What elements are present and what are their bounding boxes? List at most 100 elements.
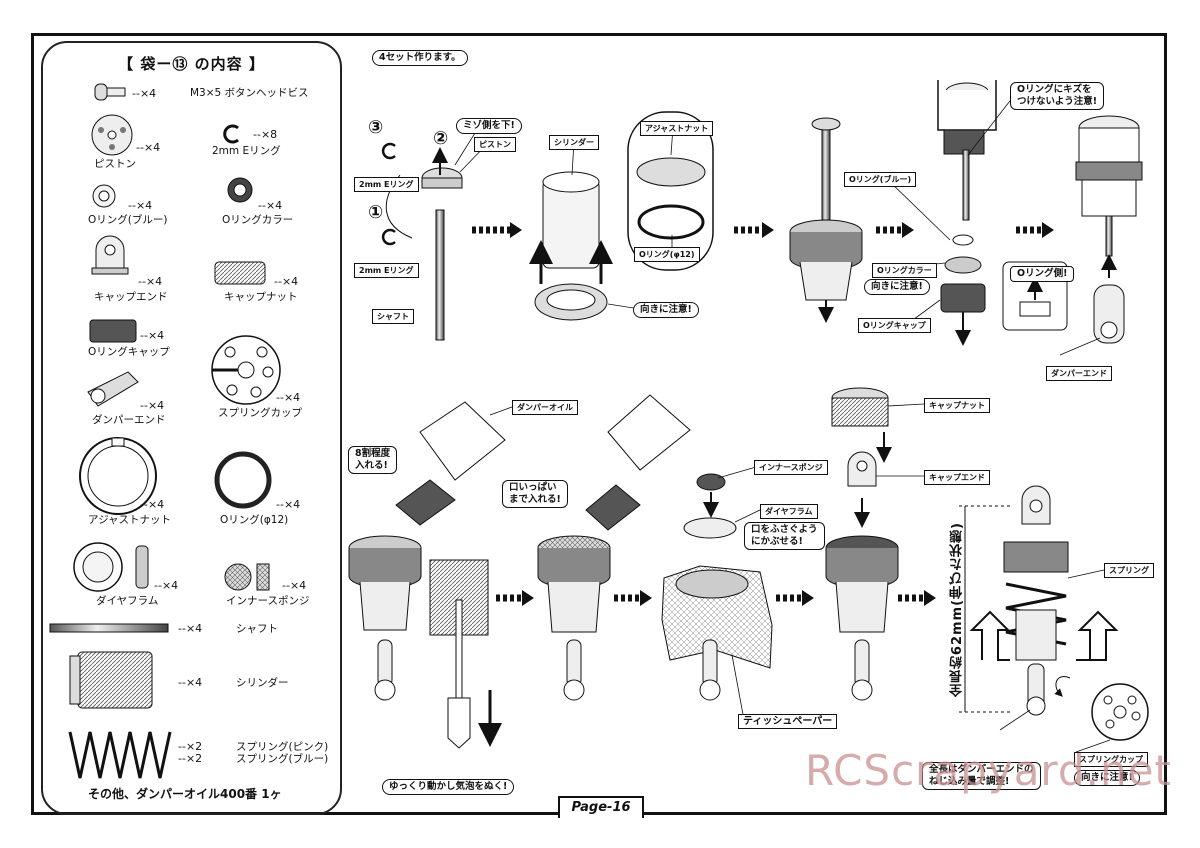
o-ring-collar-icon xyxy=(227,177,253,203)
cap-nut-icon xyxy=(214,261,266,285)
dashed-arrow-3 xyxy=(876,222,914,238)
oring-install xyxy=(937,80,1068,346)
piston-label-box: ピストン xyxy=(474,137,516,152)
oil-filling-1 xyxy=(348,401,506,701)
dashed-arrow-7 xyxy=(776,590,814,606)
tissue-label-box: ティッシュペーパー xyxy=(738,714,838,729)
four-sets-note: 4セット作ります。 xyxy=(372,50,468,66)
o-ring-12-icon xyxy=(214,451,272,509)
dashed-arrow-8 xyxy=(898,590,936,606)
direction-callout-2: 向きに注意! xyxy=(864,279,930,295)
cap-fitting xyxy=(825,387,899,701)
adjust-nut-label: アジャストナット xyxy=(88,514,172,526)
cover-callout: 口をふさぐよう にかぶせる! xyxy=(744,522,825,550)
damper-body-1 xyxy=(789,117,863,323)
shaft-icon xyxy=(49,623,169,633)
cap-end-label-box: キャップエンド xyxy=(924,470,990,485)
screw-qty: --×4 xyxy=(132,87,157,100)
dashed-arrow-1 xyxy=(472,222,522,238)
dashed-arrow-2 xyxy=(734,222,774,238)
dashed-arrow-6 xyxy=(614,590,652,606)
spring-icon xyxy=(68,731,172,779)
cylinder-assembly xyxy=(529,171,613,321)
o-ring-cap-label: Oリングキャップ xyxy=(88,346,170,358)
o-ring-cap-qty: --×4 xyxy=(140,329,165,342)
no-scratch-callout: Oリングにキズを つけないよう注意! xyxy=(1010,82,1105,110)
diaphragm-icon xyxy=(73,542,149,592)
page-number: Page-16 xyxy=(558,796,644,818)
e-ring-qty: --×8 xyxy=(253,128,278,141)
diaphragm-fitting xyxy=(661,473,773,701)
cylinder-qty: --×4 xyxy=(178,676,203,689)
diaphragm-label-box: ダイヤフラム xyxy=(760,504,818,519)
parts-list-footer: その他、ダンパーオイル400番 1ヶ xyxy=(88,787,282,801)
adjust-nut-qty: --×4 xyxy=(140,498,165,511)
spring-blue-qty: --×2 xyxy=(178,752,203,765)
total-length-label: 全長約62mm(伸びた状態) xyxy=(950,522,965,698)
final-damper xyxy=(959,485,1149,741)
step-number-1: ① xyxy=(368,202,384,223)
step-number-3: ③ xyxy=(368,117,384,138)
o-ring-collar-qty: --×4 xyxy=(258,199,283,212)
piston-label: ピストン xyxy=(94,158,136,170)
cylinder-label: シリンダー xyxy=(236,677,289,689)
shaft-label: シャフト xyxy=(236,623,278,635)
spring-cup-qty: --×4 xyxy=(276,391,301,404)
inner-sponge-label-box: インナースポンジ xyxy=(754,460,828,475)
o-ring-12-qty: --×4 xyxy=(276,498,301,511)
spring-cup-icon xyxy=(211,335,281,405)
spring-blue-label: スプリング(ブルー) xyxy=(236,753,329,765)
cap-end-label: キャップエンド xyxy=(94,291,168,303)
button-head-screw-icon xyxy=(94,83,126,101)
cylinder-icon xyxy=(69,651,153,709)
cap-end-qty: --×4 xyxy=(138,275,163,288)
inner-sponge-icon xyxy=(224,563,270,591)
spring-cup-label-box: スプリングカップ xyxy=(1074,752,1148,767)
diaphragm-label: ダイヤフラム xyxy=(96,595,159,607)
adjust-length-callout: 全長はダンパーエンドの ねじ込み量で調整! xyxy=(922,762,1041,790)
o-ring-blue-icon xyxy=(92,184,116,208)
damper-end-icon xyxy=(87,371,139,407)
direction-callout-3: 向きに注意! xyxy=(1074,770,1140,786)
oring12-label-box: Oリング(φ12) xyxy=(634,247,700,262)
groove-down-callout: ミゾ側を下! xyxy=(456,118,522,134)
dashed-arrow-4 xyxy=(1016,222,1054,238)
watermark: RCScrapyard.net xyxy=(805,746,1172,795)
fill-80-callout: 8割程度 入れる! xyxy=(348,446,398,474)
damper-end-label-box: ダンパーエンド xyxy=(1046,366,1112,381)
screw-label: M3×5 ボタンヘッドビス xyxy=(190,87,309,99)
o-ring-12-label: Oリング(φ12) xyxy=(220,514,289,526)
spring-label-box: スプリング xyxy=(1104,563,1154,578)
inner-sponge-label: インナースポンジ xyxy=(226,595,310,607)
adjust-nut-detail xyxy=(627,111,714,271)
spring-pink-qty: --×2 xyxy=(178,740,203,753)
inner-sponge-qty: --×4 xyxy=(282,579,307,592)
cap-nut-label-box: キャップナット xyxy=(924,398,990,413)
remove-bubbles-callout: ゆっくり動かし気泡をぬく! xyxy=(382,779,515,795)
dashed-arrow-5 xyxy=(496,590,534,606)
o-ring-blue-label: Oリング(ブルー) xyxy=(88,214,168,226)
cap-end-icon xyxy=(91,235,129,275)
damper-end-qty: --×4 xyxy=(140,399,165,412)
adjust-nut-icon xyxy=(79,437,157,515)
adjust-nut-label-box: アジャストナット xyxy=(640,121,714,136)
damper-body-2 xyxy=(1075,115,1143,344)
e-ring-icon xyxy=(223,124,239,144)
e-ring-label-bottom: 2mm Eリング xyxy=(354,263,419,278)
oring-collar-label-box: Oリングカラー xyxy=(872,263,937,278)
damper-oil-label-box: ダンパーオイル xyxy=(512,400,578,415)
oil-filling-2 xyxy=(537,394,691,701)
spring-pink-label: スプリング(ピンク) xyxy=(236,741,329,753)
shaft-qty: --×4 xyxy=(178,622,203,635)
direction-callout-1: 向きに注意! xyxy=(633,302,699,318)
piston-icon xyxy=(91,114,133,156)
cap-nut-qty: --×4 xyxy=(274,275,299,288)
spring-cup-label: スプリングカップ xyxy=(218,407,302,419)
cylinder-label-box: シリンダー xyxy=(549,135,599,150)
o-ring-blue-qty: --×4 xyxy=(128,199,153,212)
cap-nut-label: キャップナット xyxy=(224,291,298,303)
e-ring-label: 2mm Eリング xyxy=(212,145,281,157)
diaphragm-qty: --×4 xyxy=(154,579,179,592)
e-ring-label-top: 2mm Eリング xyxy=(354,177,419,192)
